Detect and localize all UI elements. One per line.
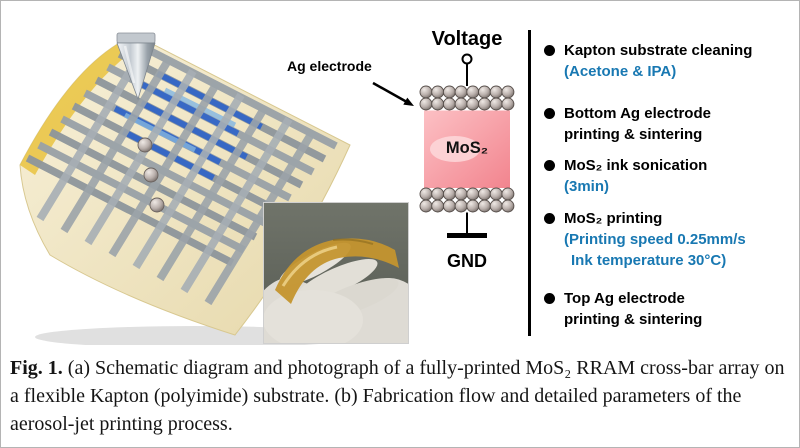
voltage-label: Voltage (431, 28, 503, 50)
step-detail: (3min) (564, 178, 609, 195)
ground-symbol (447, 212, 487, 238)
flexible-film (275, 238, 399, 304)
caption-text: (a) Schematic diagram and photograph of … (10, 357, 785, 435)
bullet-icon (544, 213, 555, 224)
ink-droplets (137, 137, 165, 213)
arrow-icon (372, 81, 414, 106)
flow-step-mos2-printing: MoS₂ printing (Printing speed 0.25mm/s I… (544, 208, 746, 271)
flow-step-top-electrode: Top Ag electrode printing & sintering (544, 288, 702, 330)
step-line: MoS₂ ink sonication (564, 157, 708, 174)
flexible-device-photo (263, 202, 409, 344)
gnd-label: GND (447, 251, 487, 271)
flow-step-sonication: MoS₂ ink sonication (3min) (544, 155, 707, 197)
caption-label: Fig. 1. (10, 357, 63, 379)
bullet-icon (544, 45, 555, 56)
bullet-icon (544, 293, 555, 304)
step-detail: (Acetone & IPA) (564, 63, 677, 80)
top-ag-nanoparticles (419, 85, 515, 111)
bullet-icon (544, 108, 555, 119)
step-line: Kapton substrate cleaning (564, 42, 753, 59)
bottom-ag-nanoparticles (419, 187, 515, 213)
step-line: Bottom Ag electrode (564, 105, 711, 122)
flow-step-bottom-electrode: Bottom Ag electrode printing & sintering (544, 103, 711, 145)
flow-timeline (528, 30, 531, 336)
voltage-terminal (461, 53, 473, 86)
bullet-icon (544, 160, 555, 171)
step-line: printing & sintering (564, 311, 703, 328)
mos2-layer-label: MoS₂ (445, 139, 489, 157)
figure-caption: Fig. 1. (a) Schematic diagram and photog… (10, 354, 790, 438)
flow-step-cleaning: Kapton substrate cleaning (Acetone & IPA… (544, 40, 752, 82)
step-detail: Ink temperature 30°C) (571, 252, 727, 269)
step-line: Top Ag electrode (564, 290, 685, 307)
step-line: MoS₂ printing (564, 210, 663, 227)
fabrication-flow: Kapton substrate cleaning (Acetone & IPA… (518, 0, 800, 352)
step-line: printing & sintering (564, 126, 703, 143)
mos2-layer (424, 110, 510, 188)
step-detail: (Printing speed 0.25mm/s (564, 231, 746, 248)
printer-nozzle-icon (116, 32, 156, 101)
top-electrode-lines (36, 44, 317, 306)
rram-device-stack (419, 53, 515, 238)
ag-electrode-label: Ag electrode (287, 58, 372, 74)
